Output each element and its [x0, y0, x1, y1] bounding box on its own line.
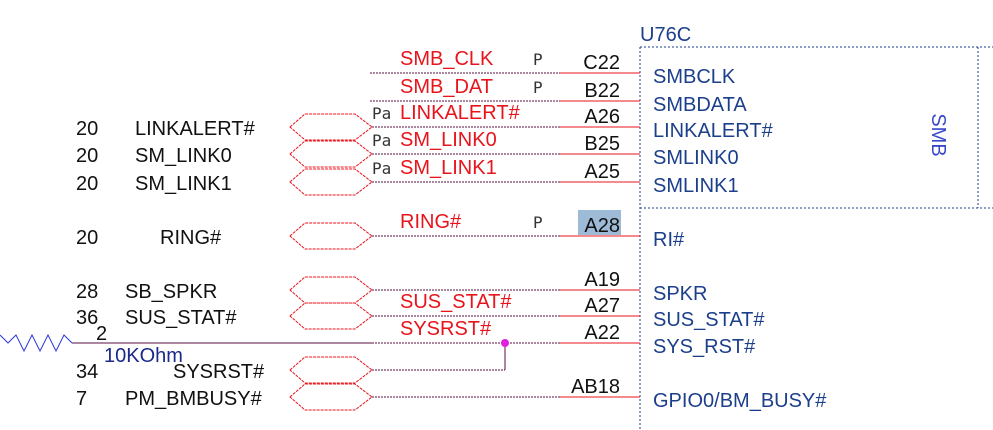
hex-connector-icon: [289, 302, 373, 330]
resistor-value: 10KOhm: [104, 345, 183, 367]
pin-number: AB18: [571, 376, 620, 398]
net-label: RING#: [400, 211, 462, 233]
net-label: SMB_CLK: [400, 48, 494, 70]
offpage-connector[interactable]: 20 SM_LINK0: [76, 140, 373, 168]
pin-name: SUS_STAT#: [653, 309, 765, 331]
resistor-zigzag: [0, 333, 73, 353]
hex-connector-icon: [289, 113, 373, 141]
resistor[interactable]: 2 10KOhm: [0, 323, 372, 367]
offpage-connector[interactable]: 7 PM_BMBUSY#: [76, 383, 373, 411]
offpage-connector[interactable]: 34 SYSRST#: [76, 356, 373, 384]
hex-connector-icon: [289, 276, 373, 304]
pin-number: A25: [584, 161, 620, 183]
pin-name: SYS_RST#: [653, 336, 756, 358]
page-ref: 20: [76, 145, 98, 167]
section-label: SMB: [927, 113, 949, 156]
offpage-connector[interactable]: 20 RING#: [76, 222, 373, 250]
hex-connector-icon: [289, 383, 373, 411]
offpage-connector[interactable]: 20 LINKALERT#: [76, 113, 373, 141]
hex-connector-icon: [289, 168, 373, 196]
connector-label: SB_SPKR: [125, 281, 217, 303]
connector-label: RING#: [160, 227, 222, 249]
offpage-connector[interactable]: 36 SUS_STAT#: [76, 302, 373, 330]
net-label: SM_LINK1: [400, 157, 497, 179]
page-ref: 20: [76, 227, 98, 249]
net-marker: Pa: [372, 159, 391, 178]
offpage-connector[interactable]: 20 SM_LINK1: [76, 168, 373, 196]
pin-number: A28: [584, 215, 620, 237]
pin-name: SMLINK0: [653, 147, 739, 169]
net-marker: P: [533, 50, 543, 69]
pin-name: SMBCLK: [653, 66, 736, 88]
hex-connector-icon: [289, 222, 373, 250]
net-label: LINKALERT#: [400, 102, 521, 124]
page-ref: 36: [76, 307, 98, 329]
resistor-pin: 2: [96, 323, 107, 345]
page-ref: 28: [76, 281, 98, 303]
junction-dot: [501, 339, 509, 347]
pin-highlight: [578, 210, 621, 235]
net-marker: Pa: [372, 131, 391, 150]
connector-label: LINKALERT#: [135, 118, 256, 140]
pin-number: A22: [584, 322, 620, 344]
pin-name: SMBDATA: [653, 94, 747, 116]
hex-connector-icon: [289, 356, 373, 384]
hex-connector-icon: [289, 140, 373, 168]
net-label: SUS_STAT#: [400, 291, 512, 313]
net-label: SM_LINK0: [400, 129, 497, 151]
connector-label: SUS_STAT#: [125, 307, 237, 329]
pin-number: A19: [584, 269, 620, 291]
net-marker: P: [533, 213, 543, 232]
page-ref: 20: [76, 173, 98, 195]
pin-number: B25: [584, 133, 620, 155]
pin-number: C22: [583, 52, 620, 74]
pin-name: GPIO0/BM_BUSY#: [653, 390, 827, 412]
net-label: SYSRST#: [400, 318, 492, 340]
net-marker: P: [533, 78, 543, 97]
net-label: SMB_DAT: [400, 76, 493, 98]
pin-name: RI#: [653, 229, 685, 251]
connector-label: PM_BMBUSY#: [125, 388, 263, 410]
page-ref: 34: [76, 361, 98, 383]
pin-number: A26: [584, 106, 620, 128]
connector-label: SYSRST#: [173, 361, 265, 383]
net-marker: Pa: [372, 104, 391, 123]
connector-label: SM_LINK0: [135, 145, 232, 167]
part-ref: U76C: [640, 24, 691, 46]
offpage-connector[interactable]: 28 SB_SPKR: [76, 276, 373, 304]
pin-name: LINKALERT#: [653, 120, 774, 142]
pin-name: SMLINK1: [653, 175, 739, 197]
part-body: U76C SMB: [639, 24, 993, 430]
pin-number: B22: [584, 80, 620, 102]
connector-label: SM_LINK1: [135, 173, 232, 195]
pin-number: A27: [584, 295, 620, 317]
pin-name: SPKR: [653, 283, 707, 305]
page-ref: 20: [76, 118, 98, 140]
page-ref: 7: [76, 388, 87, 410]
